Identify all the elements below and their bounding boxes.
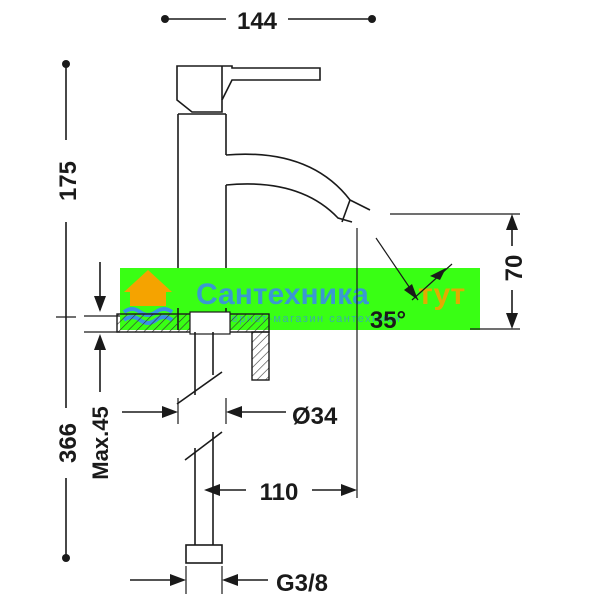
watermark-brand-main: Сантехника xyxy=(196,278,369,311)
dim-total-length-label: 366 xyxy=(55,423,82,463)
dim-deck-label: Max.45 xyxy=(88,406,113,479)
dim-spout-height-label: 70 xyxy=(501,255,528,282)
faucet-column xyxy=(177,114,227,268)
dim-height-label: 175 xyxy=(55,161,82,201)
dim-width-label: 144 xyxy=(237,8,278,35)
dim-diameter-label: Ø34 xyxy=(292,403,338,430)
dim-width: 144 xyxy=(161,8,376,35)
connector-nut xyxy=(185,544,223,564)
dim-reach: 110 xyxy=(204,228,358,506)
dim-left-heights: 175 366 xyxy=(55,60,82,562)
deck-section xyxy=(116,311,270,381)
dim-spout-height: 70 xyxy=(390,213,528,330)
shank-and-hose xyxy=(176,332,223,564)
watermark-brand-accent: тут xyxy=(418,278,465,311)
dim-angle: 35° xyxy=(370,237,453,334)
dim-diameter: Ø34 xyxy=(122,398,338,430)
dim-angle-label: 35° xyxy=(370,307,406,334)
dim-connection: G3/8 xyxy=(130,566,328,597)
lever-handle xyxy=(176,65,321,113)
faucet-body xyxy=(176,65,371,330)
dim-connection-label: G3/8 xyxy=(276,570,328,597)
watermark: Сантехника тут интернет-магазин сантехни… xyxy=(120,268,480,330)
dim-reach-label: 110 xyxy=(260,479,299,506)
dim-deck-thickness: Max.45 xyxy=(84,262,120,480)
faucet-spout xyxy=(225,153,371,223)
